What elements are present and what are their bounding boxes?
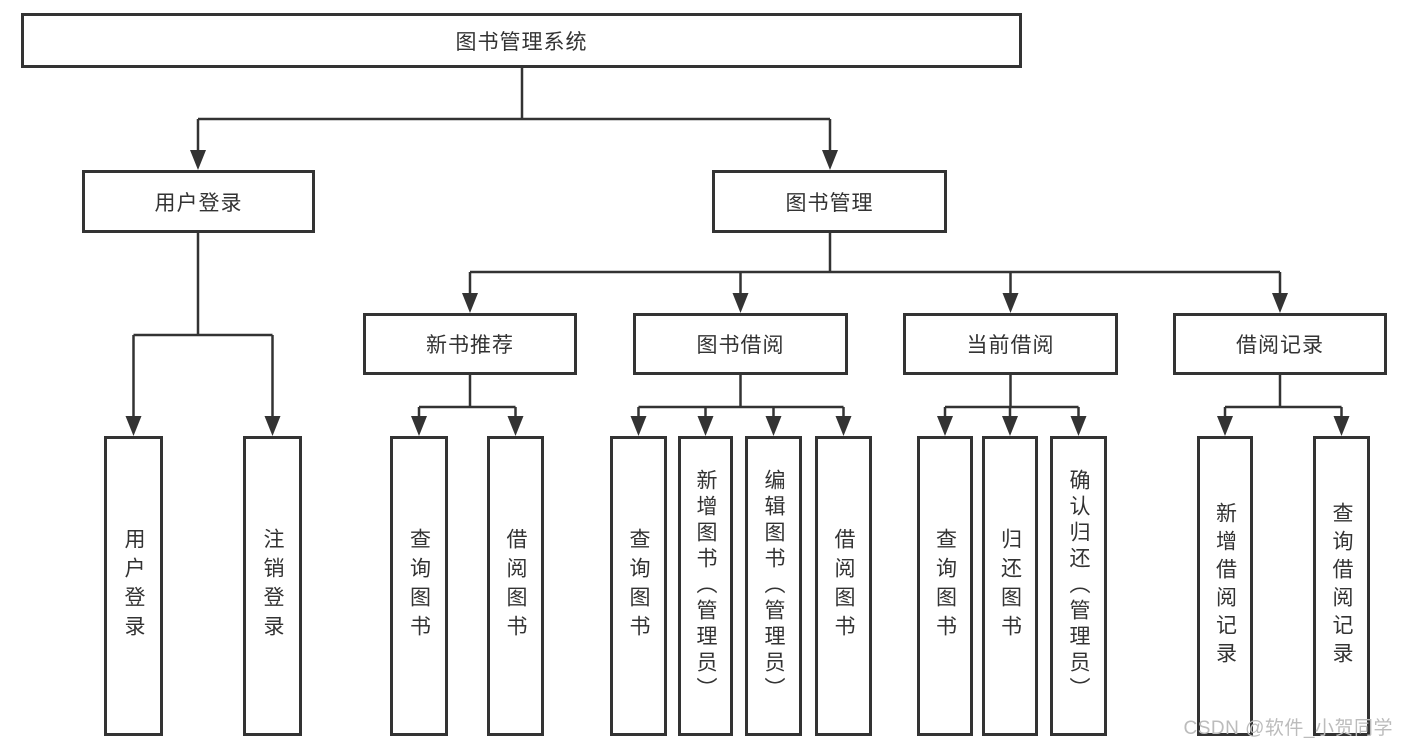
connector-root-to-level2 <box>196 68 832 154</box>
connector-newbook-to-leaves <box>417 375 517 420</box>
leaf-record-query-borrow-record: 查询借阅记录 <box>1313 436 1370 736</box>
node-label: 新增图书（管理员） <box>694 469 717 703</box>
leaf-current-return-book: 归还图书 <box>982 436 1038 736</box>
node-book-borrow: 图书借阅 <box>633 313 848 375</box>
arrow-down-icon <box>507 416 524 436</box>
arrow-down-icon <box>1217 416 1233 436</box>
node-label: 注销登录 <box>261 528 284 644</box>
node-label: 图书管理 <box>785 191 874 215</box>
csdn-watermark: CSDN @软件_小贺同学 <box>1183 718 1393 739</box>
node-label: 编辑图书（管理员） <box>762 469 785 703</box>
leaf-borrow-add-book-admin: 新增图书（管理员） <box>678 436 733 736</box>
node-label: 新增借阅记录 <box>1213 502 1237 670</box>
leaf-logout: 注销登录 <box>243 436 302 736</box>
leaf-borrow-query-book: 查询图书 <box>610 436 667 736</box>
arrow-down-icon <box>1002 416 1018 436</box>
node-user-login: 用户登录 <box>82 170 315 233</box>
node-new-book-recommend: 新书推荐 <box>363 313 577 375</box>
connector-bookmgmt-to-level3 <box>468 233 1282 297</box>
arrow-down-icon <box>264 416 281 436</box>
arrow-down-icon <box>835 416 852 436</box>
node-label: 当前借阅 <box>966 334 1055 357</box>
node-label: 借阅图书 <box>504 528 527 644</box>
leaf-newbook-borrow-book: 借阅图书 <box>487 436 544 736</box>
leaf-current-query-book: 查询图书 <box>917 436 973 736</box>
node-label: 借阅记录 <box>1236 334 1324 357</box>
node-current-borrow: 当前借阅 <box>903 313 1118 375</box>
arrow-down-icon <box>937 416 953 436</box>
arrow-down-icon <box>125 416 142 436</box>
arrow-down-icon <box>765 416 782 436</box>
arrow-down-icon <box>822 150 838 170</box>
arrow-down-icon <box>630 416 647 436</box>
node-label: 借阅图书 <box>832 528 855 644</box>
node-label: 查询借阅记录 <box>1330 502 1353 670</box>
connector-borrowrecord-to-leaves <box>1223 375 1343 420</box>
node-book-management: 图书管理 <box>712 170 947 233</box>
node-label: 新书推荐 <box>426 334 514 357</box>
connector-currentborrow-to-leaves <box>943 375 1080 420</box>
leaf-user-login: 用户登录 <box>104 436 163 736</box>
node-label: 图书管理系统 <box>455 30 588 54</box>
arrow-down-icon <box>462 293 478 313</box>
node-label: 确认归还（管理员） <box>1067 469 1090 703</box>
node-label: 用户登录 <box>154 191 243 215</box>
arrow-down-icon <box>1002 293 1019 313</box>
connector-bookborrow-to-leaves <box>637 375 845 420</box>
arrow-down-icon <box>190 150 206 170</box>
arrow-down-icon <box>1070 416 1087 436</box>
node-label: 查询图书 <box>933 528 957 644</box>
node-label: 用户登录 <box>122 528 145 644</box>
leaf-current-confirm-return-admin: 确认归还（管理员） <box>1050 436 1107 736</box>
arrow-down-icon <box>1333 416 1350 436</box>
node-root-system: 图书管理系统 <box>21 13 1022 68</box>
leaf-borrow-borrow-book: 借阅图书 <box>815 436 872 736</box>
connector-userlogin-to-leaves <box>132 233 274 420</box>
leaf-newbook-query-book: 查询图书 <box>390 436 448 736</box>
arrow-down-icon <box>1272 293 1288 313</box>
node-borrow-record: 借阅记录 <box>1173 313 1387 375</box>
node-label: 图书借阅 <box>696 334 785 357</box>
leaf-record-add-borrow-record: 新增借阅记录 <box>1197 436 1253 736</box>
arrow-down-icon <box>732 293 749 313</box>
leaf-borrow-edit-book-admin: 编辑图书（管理员） <box>745 436 802 736</box>
arrow-down-icon <box>411 416 427 436</box>
node-label: 查询图书 <box>627 528 650 644</box>
node-label: 查询图书 <box>407 528 431 644</box>
arrow-down-icon <box>697 416 714 436</box>
node-label: 归还图书 <box>998 528 1022 644</box>
